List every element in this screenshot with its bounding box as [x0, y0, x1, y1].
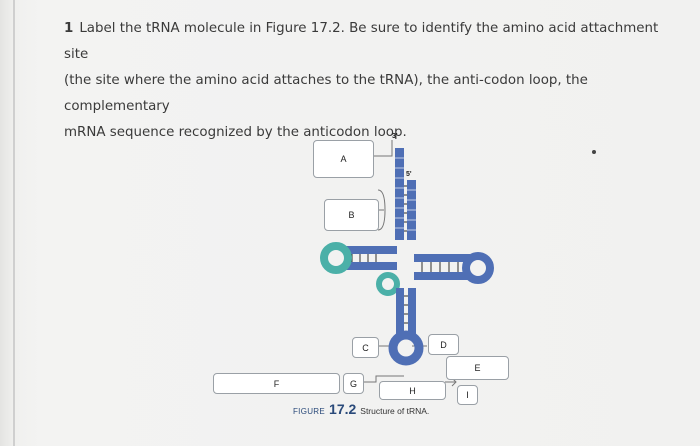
label-a-text: A [340, 154, 347, 164]
anticodon-loop [388, 330, 424, 366]
connector-g [362, 375, 404, 383]
acceptor-strand-3prime [395, 148, 404, 240]
t-stem-bonds [421, 262, 459, 272]
page-margin-line [13, 0, 15, 446]
t-stem-bottom [414, 272, 470, 280]
d-stem-bottom [345, 262, 397, 270]
t-stem-top [414, 254, 470, 262]
connector-a [372, 140, 393, 157]
label-f-text: F [273, 378, 280, 389]
anticodon-stem [396, 288, 416, 334]
label-box-b[interactable]: B [324, 199, 379, 231]
acceptor-stem: 3' 5' [392, 133, 416, 240]
d-loop [320, 242, 352, 274]
stray-dot [592, 150, 596, 154]
question-line-2: (the site where the amino acid attaches … [64, 73, 588, 114]
d-stem-top [345, 246, 397, 254]
label-box-e[interactable]: E [446, 356, 509, 380]
anticodon-bonds [404, 295, 408, 324]
end-3prime-label: 3' [392, 133, 398, 140]
d-stem-bonds [351, 254, 377, 262]
t-arm [414, 252, 494, 284]
label-e-text: E [474, 363, 481, 373]
anticodon-strand-left [396, 288, 404, 334]
label-box-d[interactable]: D [428, 334, 459, 355]
label-box-h[interactable]: H [379, 381, 446, 400]
bracket-b [377, 189, 386, 231]
caption-figure-number: 17.2 [329, 401, 357, 417]
label-box-g[interactable]: G [343, 373, 364, 394]
caption-figure-word: FIGURE [293, 407, 326, 416]
label-h-text: H [409, 385, 416, 396]
label-i-text: I [466, 390, 469, 400]
question-number: 1 [64, 21, 74, 36]
label-g-text: G [349, 378, 357, 389]
label-box-f[interactable]: F [213, 373, 340, 394]
acceptor-base-ticks [395, 157, 416, 231]
end-5prime-label: 5' [406, 171, 412, 178]
question-line-3: mRNA sequence recognized by the anticodo… [64, 125, 407, 140]
label-box-a[interactable]: A [313, 140, 374, 178]
label-box-c[interactable]: C [352, 337, 379, 358]
label-c-text: C [362, 342, 369, 353]
caption-figure-text: Structure of tRNA. [360, 406, 430, 416]
anticodon-strand-right [408, 288, 416, 334]
d-arm [320, 242, 397, 274]
t-loop [462, 252, 494, 284]
acceptor-bonds [404, 185, 407, 232]
label-b-text: B [348, 210, 355, 220]
variable-loop [376, 272, 400, 296]
label-box-i[interactable]: I [457, 385, 478, 405]
label-d-text: D [440, 339, 447, 350]
